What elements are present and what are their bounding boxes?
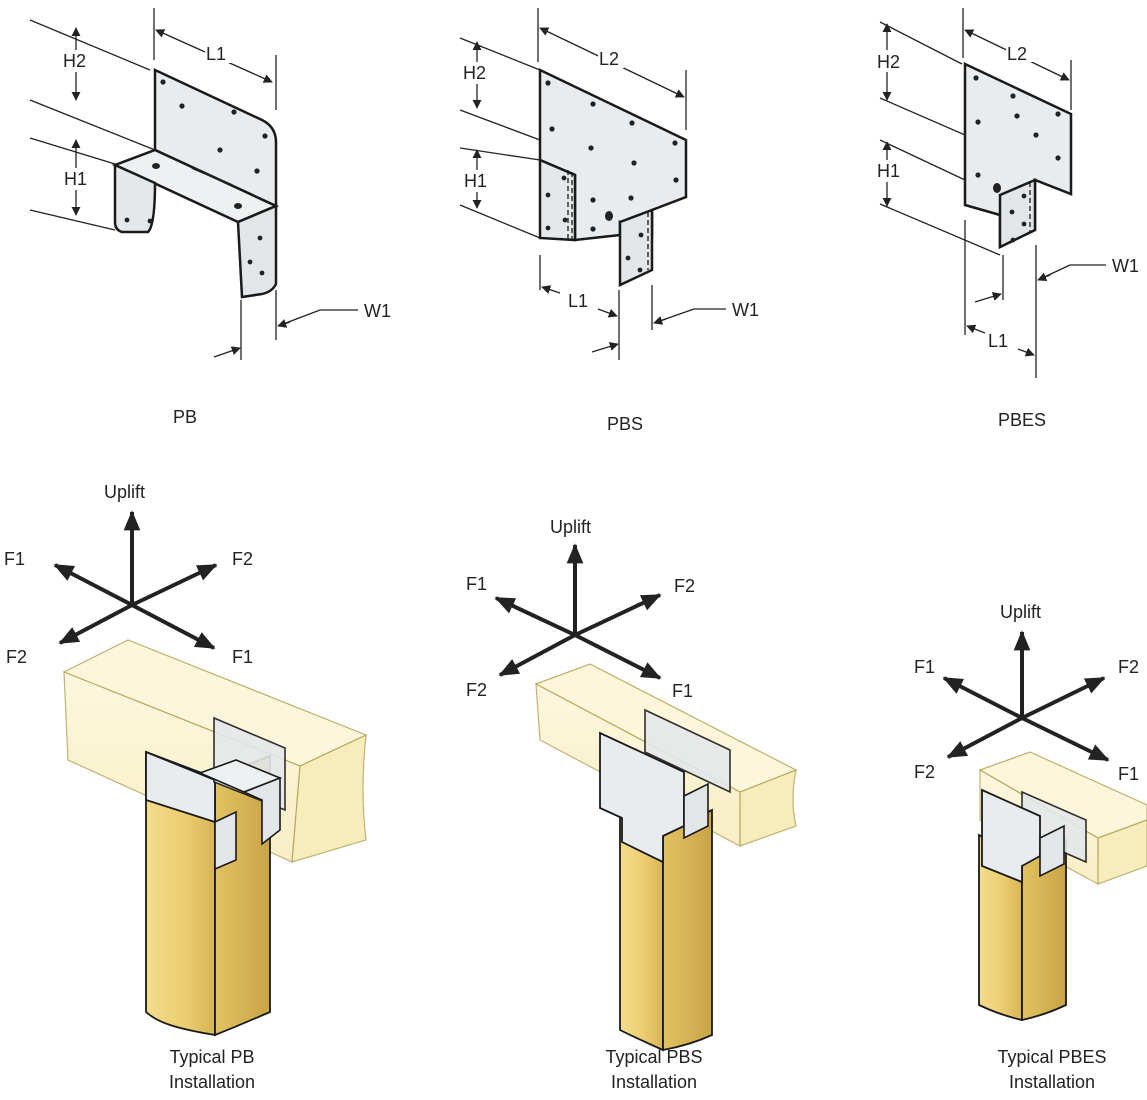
- pbs-force-arrows: [494, 543, 662, 680]
- pbs-install-caption-2: Installation: [611, 1072, 697, 1092]
- pbes-force-arrows: [942, 630, 1110, 762]
- pbes-uplift-label: Uplift: [1000, 602, 1041, 622]
- pbes-f2-lower-label: F2: [914, 762, 935, 782]
- pb-upper-plate: [153, 68, 278, 208]
- pbs-back-plate: [644, 708, 731, 794]
- pbs-uplift-label: Uplift: [550, 517, 591, 537]
- pbs-installation-drawing: Uplift F1 F2 F2 F1: [466, 517, 798, 1052]
- pb-caption: PB: [173, 407, 197, 427]
- pbes-install-caption-2: Installation: [1009, 1072, 1095, 1092]
- pbes-h2-label: H2: [877, 52, 900, 72]
- pb-dimension-drawing: L1 H2 H1 W1 PB: [29, 8, 391, 427]
- pbs-beam-end: [739, 769, 797, 847]
- pb-lower-flange: [214, 810, 237, 871]
- pbs-side-plate: [683, 782, 709, 840]
- pbes-beam-end: [1097, 819, 1147, 885]
- pb-h2-label: H2: [63, 51, 86, 71]
- pbs-h1-label: H1: [464, 171, 487, 191]
- pb-force-arrows: [53, 510, 218, 650]
- pbes-post-side: [1021, 838, 1067, 1022]
- pbes-installation-drawing: Uplift F1 F2 F2 F1: [914, 602, 1147, 1022]
- pb-h1-label: H1: [64, 169, 87, 189]
- pb-install-caption-2: Installation: [169, 1072, 255, 1092]
- pbs-f2-lower-label: F2: [466, 680, 487, 700]
- pbs-post-side: [662, 808, 713, 1052]
- pbes-h1-label: H1: [877, 161, 900, 181]
- pb-installation-drawing: Uplift F1 F2 F2 F1: [4, 482, 368, 1037]
- pbs-h2-label: H2: [463, 63, 486, 83]
- pb-f1-lower-label: F1: [232, 647, 253, 667]
- pbs-side-flange: [618, 208, 654, 287]
- pbs-caption: PBS: [607, 414, 643, 434]
- pbes-f1-lower-label: F1: [1118, 764, 1139, 784]
- pbs-l2-label: L2: [599, 49, 619, 69]
- pbs-f1-upper-label: F1: [466, 574, 487, 594]
- pb-left-flange: [113, 163, 157, 234]
- pbes-l1-label: L1: [988, 331, 1008, 351]
- pbs-front-plate: [599, 731, 685, 864]
- pbs-left-flange: [538, 158, 577, 242]
- pb-post-front: [145, 750, 216, 1037]
- pb-f2-upper-label: F2: [232, 549, 253, 569]
- pb-l1-label: L1: [206, 44, 226, 64]
- pbes-w1-label: W1: [1112, 256, 1139, 276]
- pbs-w1-label: W1: [732, 300, 759, 320]
- pbs-f2-upper-label: F2: [674, 576, 695, 596]
- pb-nail-holes: [124, 79, 268, 276]
- pb-beam-end: [291, 734, 367, 863]
- pb-side-plate: [241, 776, 281, 846]
- pbes-caption: PBES: [998, 410, 1046, 430]
- pbes-front-plate: [981, 788, 1041, 884]
- pbs-install-caption-1: Typical PBS: [605, 1047, 702, 1067]
- pb-w1-label: W1: [364, 301, 391, 321]
- pb-f1-upper-label: F1: [4, 549, 25, 569]
- pbs-l1-label: L1: [568, 291, 588, 311]
- pbes-dimension-drawing: L2 H2 H1 L1 W1 PBES: [876, 8, 1139, 430]
- pbes-f1-upper-label: F1: [914, 657, 935, 677]
- pb-install-caption-1: Typical PB: [169, 1047, 254, 1067]
- pbes-side-plate: [1039, 824, 1065, 878]
- pbes-l2-label: L2: [1007, 44, 1027, 64]
- pb-right-flange: [236, 204, 278, 299]
- pbes-f2-upper-label: F2: [1118, 657, 1139, 677]
- pbs-dimension-drawing: L2 H2 H1 L1 W1 PBS: [459, 8, 759, 434]
- pb-uplift-label: Uplift: [104, 482, 145, 502]
- pbes-install-caption-1: Typical PBES: [997, 1047, 1106, 1067]
- pbs-f1-lower-label: F1: [672, 681, 693, 701]
- pb-f2-lower-label: F2: [6, 647, 27, 667]
